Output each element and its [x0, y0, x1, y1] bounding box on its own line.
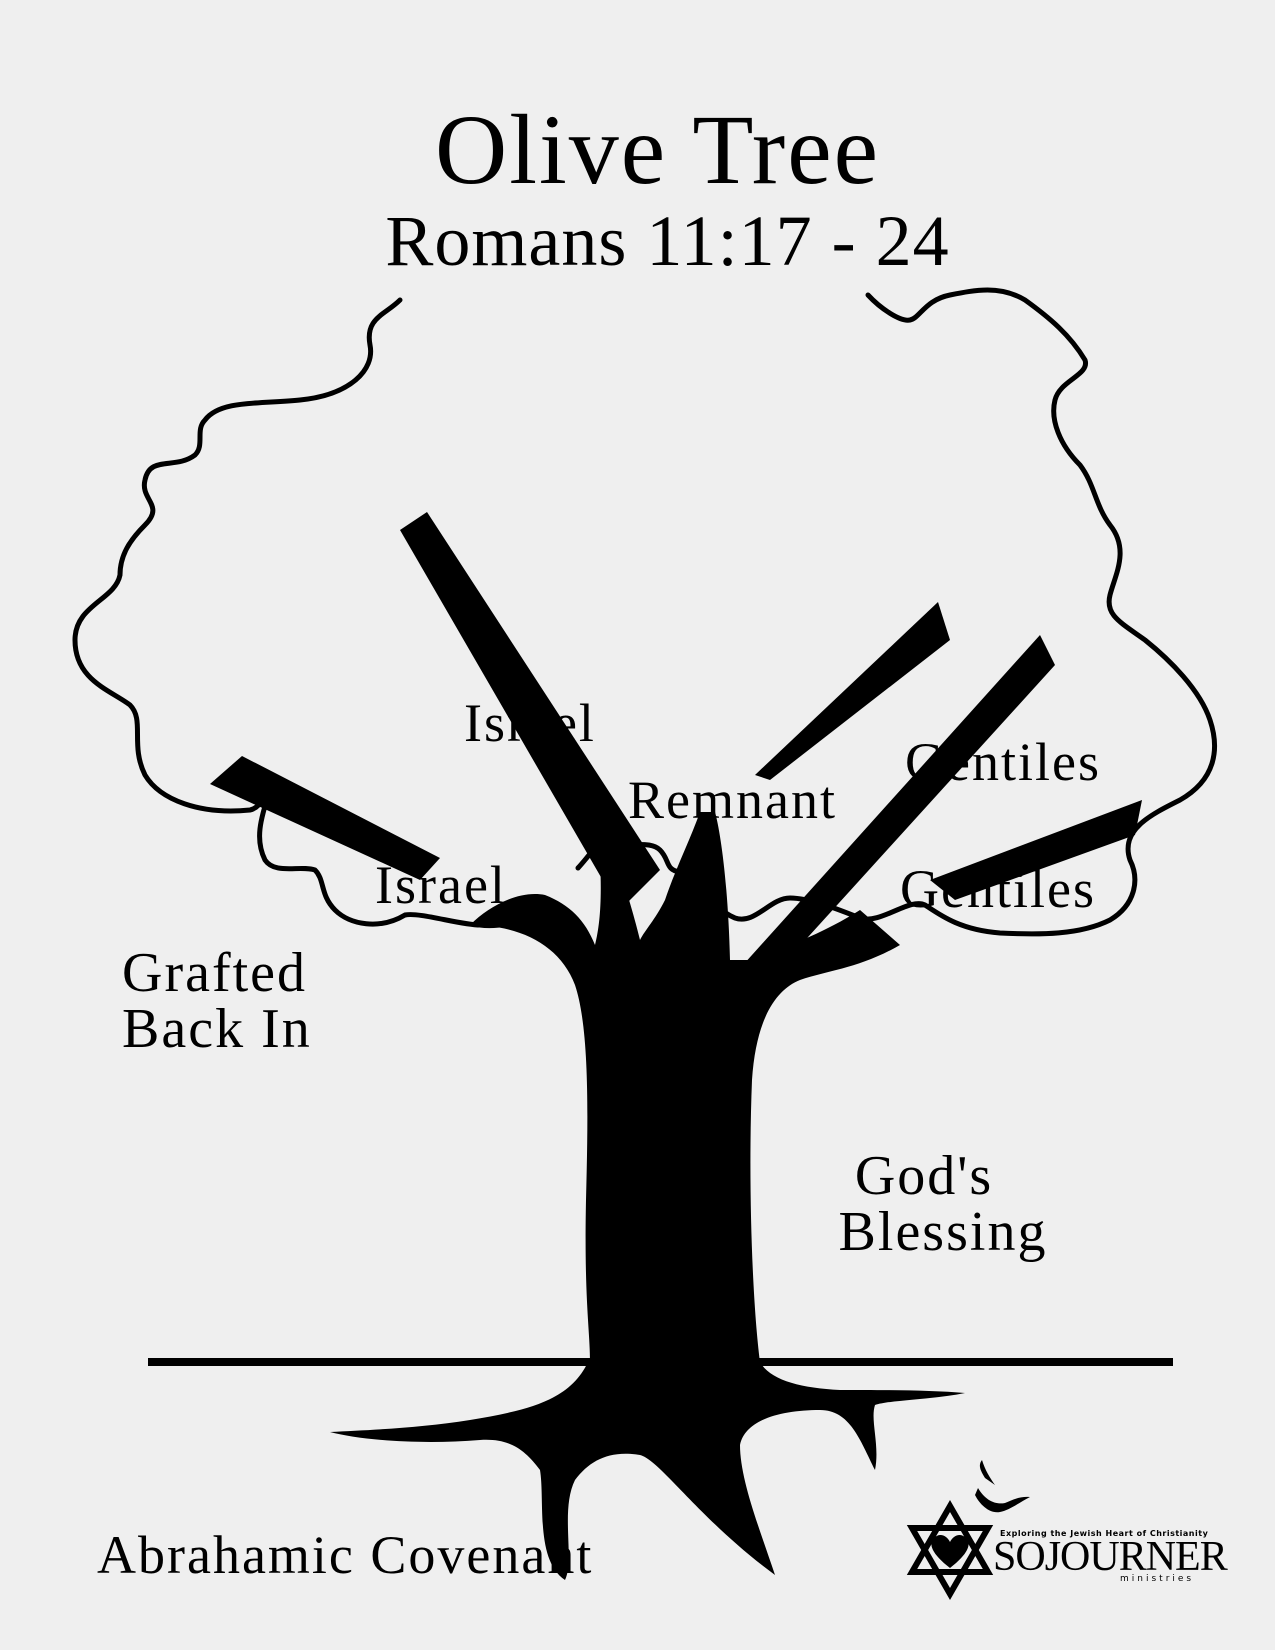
logo-star-icon: [906, 1499, 994, 1601]
page-title: Olive Tree: [435, 94, 880, 205]
canopy-outline-right: [692, 287, 1218, 937]
label-israel-lower: Israel: [375, 855, 507, 915]
logo-tagline: Exploring the Jewish Heart of Christiani…: [1000, 1529, 1209, 1538]
label-gentiles-top: Gentiles: [905, 732, 1101, 792]
label-grafted-line2: Back In: [122, 998, 312, 1060]
branch-gentiles-top: [725, 635, 1055, 990]
label-blessing-line1: God's: [854, 1145, 994, 1207]
logo-sub: ministries: [1120, 1574, 1195, 1584]
label-gods-blessing: God's Blessing: [798, 1148, 1088, 1260]
branch-remnant: [755, 602, 950, 780]
tree-roots: [330, 1362, 965, 1580]
tree-trunk: [470, 812, 900, 1362]
label-abrahamic-covenant: Abrahamic Covenant: [97, 1525, 594, 1585]
branch-gentiles-lower: [930, 800, 1142, 900]
label-gentiles-lower: Gentiles: [900, 859, 1096, 919]
label-israel-top: Israel: [464, 693, 596, 753]
branch-israel-lower: [210, 756, 440, 880]
logo-dove-icon: [975, 1460, 1030, 1513]
canopy-outline: [72, 297, 603, 953]
label-grafted-line1: Grafted: [122, 942, 308, 1004]
page-subtitle: Romans 11:17 - 24: [385, 201, 950, 281]
logo-name: SOJOURNER: [993, 1534, 1228, 1580]
label-grafted-back-in: Grafted Back In: [122, 945, 312, 1057]
label-remnant: Remnant: [628, 770, 837, 830]
label-blessing-line2: Blessing: [838, 1201, 1048, 1263]
branch-israel-top: [400, 512, 660, 910]
